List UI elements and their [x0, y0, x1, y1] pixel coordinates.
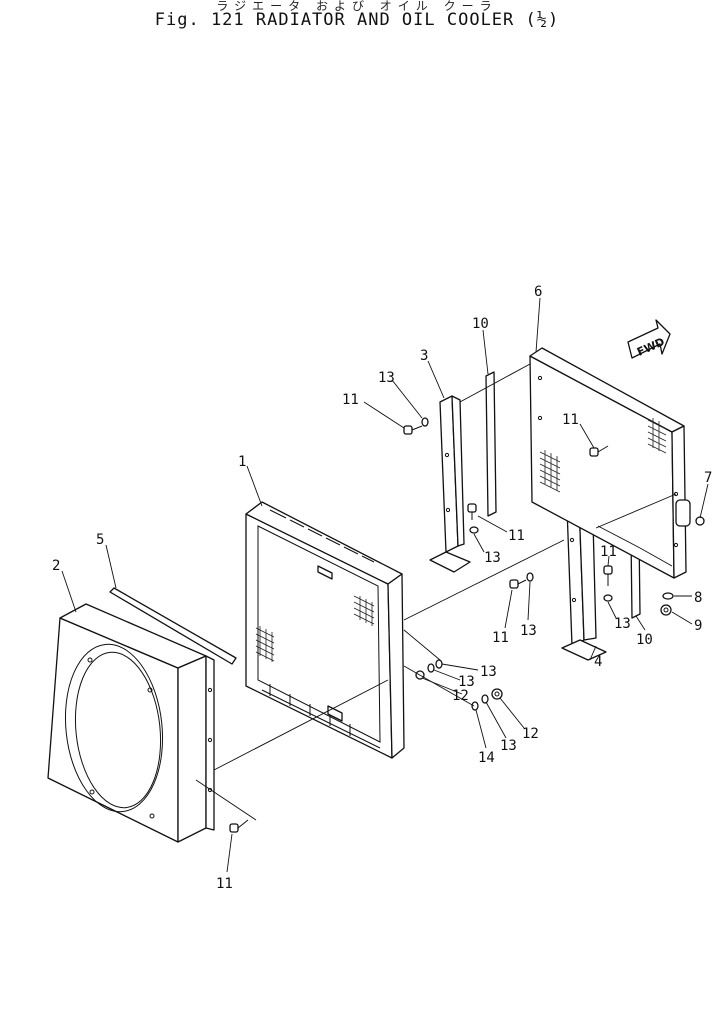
callout-11-f: 11: [216, 876, 233, 892]
callout-10-upper: 10: [472, 316, 489, 332]
bolt[interactable]: [603, 565, 613, 586]
callout-9: 9: [694, 618, 702, 634]
bolt[interactable]: [229, 819, 249, 833]
callout-2: 2: [52, 558, 60, 574]
washer[interactable]: [603, 594, 613, 602]
callout-10-lower: 10: [636, 632, 653, 648]
nut[interactable]: [695, 516, 705, 526]
figure-title: Fig. 121 RADIATOR AND OIL COOLER (½): [154, 10, 560, 30]
callout-11-b: 11: [562, 412, 579, 428]
callout-13-b: 13: [484, 550, 501, 566]
bolt[interactable]: [509, 579, 527, 589]
washer[interactable]: [421, 417, 429, 427]
callout-1: 1: [238, 454, 246, 470]
figure-title-japanese: ラジエータ および オイル クーラ: [216, 0, 498, 12]
callout-12-a: 12: [452, 688, 469, 704]
callout-4: 4: [594, 654, 602, 670]
washer[interactable]: [526, 572, 534, 582]
callout-12-b: 12: [522, 726, 539, 742]
callout-11-c: 11: [508, 528, 525, 544]
washer[interactable]: [481, 694, 489, 704]
forward-direction-arrow: FWD: [627, 319, 671, 359]
callout-6: 6: [534, 284, 542, 300]
nut[interactable]: [491, 688, 503, 700]
washer[interactable]: [435, 659, 443, 669]
callout-14-b: 14: [478, 750, 495, 766]
callout-11-e: 11: [600, 544, 617, 560]
fan-shroud[interactable]: [47, 603, 215, 843]
bolt[interactable]: [467, 503, 477, 520]
callout-11-a: 11: [342, 392, 359, 408]
callout-8: 8: [694, 590, 702, 606]
oil-cooler[interactable]: [529, 347, 691, 579]
washer[interactable]: [469, 526, 479, 534]
strap-upper[interactable]: [485, 371, 497, 517]
callout-3: 3: [420, 348, 428, 364]
nut[interactable]: [660, 604, 672, 616]
callout-14-a: 13: [480, 664, 497, 680]
callout-13-e: 13: [458, 674, 475, 690]
callout-13-f: 13: [500, 738, 517, 754]
washer[interactable]: [471, 701, 479, 711]
callout-13-c: 13: [520, 623, 537, 639]
seal-strip[interactable]: [109, 587, 237, 665]
callout-5: 5: [96, 532, 104, 548]
washer[interactable]: [662, 592, 674, 600]
callout-13-a: 13: [378, 370, 395, 386]
callout-13-d: 13: [614, 616, 631, 632]
callout-11-d: 11: [492, 630, 509, 646]
assembly-lines: [195, 363, 677, 821]
washer[interactable]: [427, 663, 435, 673]
left-bracket[interactable]: [429, 395, 471, 573]
callout-labels: 1 2 3 4 5 6 7 8 9 10 10 11 11 11 11 11 1…: [52, 284, 712, 892]
bolt[interactable]: [403, 425, 423, 435]
oil-cooler-port: [675, 499, 691, 527]
radiator[interactable]: [245, 501, 405, 759]
callout-leaders: [61, 297, 709, 873]
callout-7: 7: [704, 470, 712, 486]
